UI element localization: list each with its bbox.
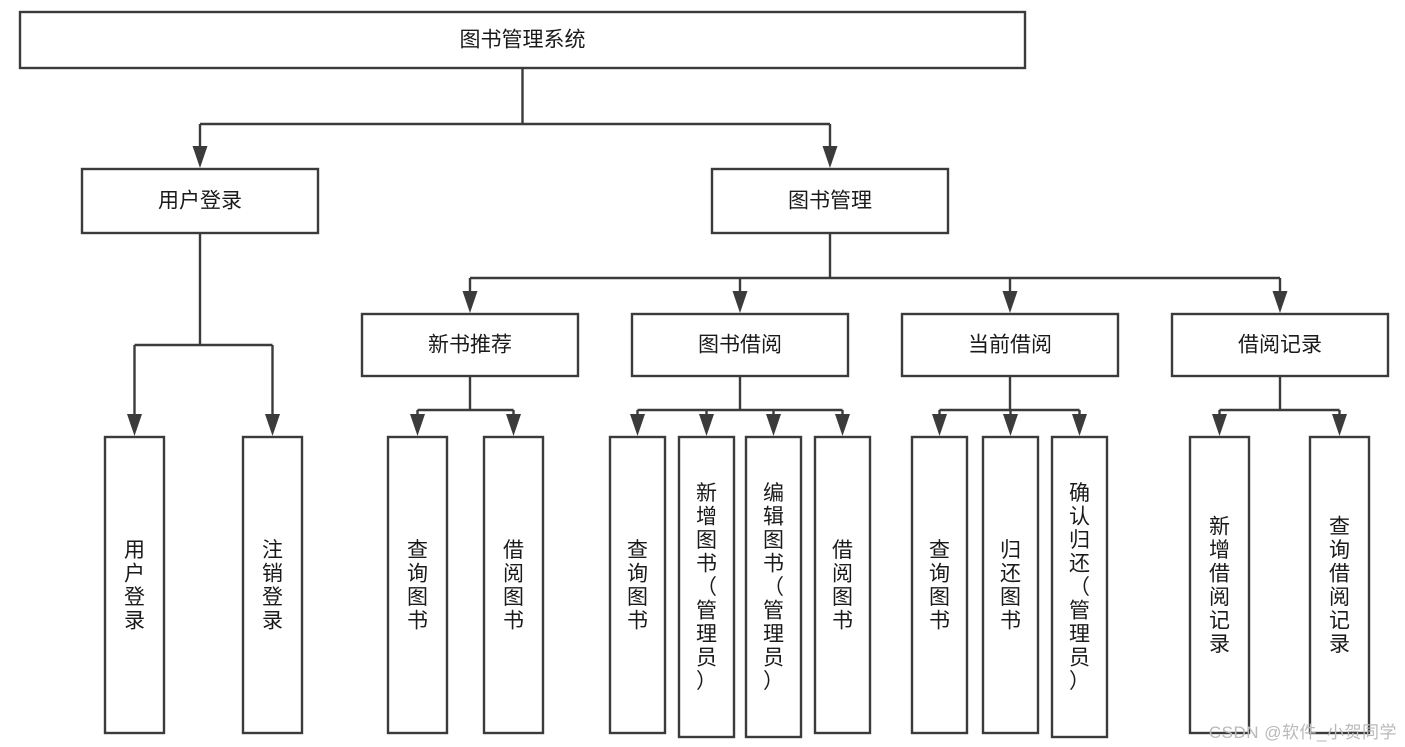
node-new-book-rec[interactable]: 新书推荐 bbox=[360, 312, 580, 378]
connector-layer bbox=[127, 68, 1347, 436]
node-box[interactable] bbox=[813, 435, 872, 735]
arrow-head-icon bbox=[462, 291, 478, 313]
node-current-borrow[interactable]: 当前借阅 bbox=[900, 312, 1120, 378]
node-label: 借阅图书 bbox=[503, 539, 524, 633]
node-box[interactable] bbox=[1308, 435, 1371, 735]
node-box[interactable] bbox=[900, 312, 1120, 378]
arrow-head-icon bbox=[932, 414, 947, 436]
node-label: 确认归还（管理员） bbox=[1069, 482, 1090, 693]
arrow-head-icon bbox=[766, 414, 781, 436]
node-leaf-borrow-book-2[interactable]: 借阅图书 bbox=[813, 435, 872, 735]
arrow-head-icon bbox=[410, 414, 425, 436]
arrow-head-icon bbox=[822, 146, 838, 168]
node-label: 注销登录 bbox=[262, 539, 283, 633]
node-label: 新增图书（管理员） bbox=[696, 482, 717, 693]
node-box[interactable] bbox=[608, 435, 667, 735]
node-leaf-return-book[interactable]: 归还图书 bbox=[981, 435, 1040, 735]
node-label: 查询借阅记录 bbox=[1329, 515, 1350, 656]
node-label: 查询图书 bbox=[407, 539, 428, 633]
node-book-borrow[interactable]: 图书借阅 bbox=[630, 312, 850, 378]
arrow-head-icon bbox=[1072, 414, 1087, 436]
node-box[interactable] bbox=[482, 435, 545, 735]
node-box[interactable] bbox=[744, 435, 803, 739]
node-box[interactable] bbox=[677, 435, 736, 739]
node-user-login[interactable]: 用户登录 bbox=[80, 167, 320, 235]
node-box[interactable] bbox=[1188, 435, 1251, 735]
node-leaf-query-book-2[interactable]: 查询图书 bbox=[608, 435, 667, 735]
node-label: 新增借阅记录 bbox=[1209, 515, 1230, 656]
arrow-head-icon bbox=[1212, 414, 1227, 436]
csdn-watermark: CSDN @软件_小贺同学 bbox=[1208, 723, 1397, 742]
node-layer: 图书管理系统用户登录图书管理新书推荐图书借阅当前借阅借阅记录用户登录注销登录查询… bbox=[18, 10, 1390, 739]
node-box[interactable] bbox=[103, 435, 166, 735]
node-leaf-borrow-book-1[interactable]: 借阅图书 bbox=[482, 435, 545, 735]
node-box[interactable] bbox=[80, 167, 320, 235]
node-leaf-add-book[interactable]: 新增图书（管理员） bbox=[677, 435, 736, 739]
node-box[interactable] bbox=[1170, 312, 1390, 378]
arrow-head-icon bbox=[699, 414, 714, 436]
arrow-head-icon bbox=[1003, 414, 1018, 436]
node-box[interactable] bbox=[981, 435, 1040, 735]
node-label: 用户登录 bbox=[158, 190, 242, 213]
node-label: 图书借阅 bbox=[698, 334, 782, 357]
node-label: 编辑图书（管理员） bbox=[763, 482, 784, 693]
arrow-head-icon bbox=[630, 414, 645, 436]
node-book-manage[interactable]: 图书管理 bbox=[710, 167, 950, 235]
node-box[interactable] bbox=[386, 435, 449, 735]
node-label: 借阅记录 bbox=[1238, 334, 1322, 357]
node-box[interactable] bbox=[241, 435, 304, 735]
node-label: 归还图书 bbox=[1000, 539, 1021, 633]
node-leaf-query-record[interactable]: 查询借阅记录 bbox=[1308, 435, 1371, 735]
node-label: 图书管理 bbox=[788, 190, 872, 213]
arrow-head-icon bbox=[732, 291, 748, 313]
node-leaf-add-record[interactable]: 新增借阅记录 bbox=[1188, 435, 1251, 735]
node-label: 当前借阅 bbox=[968, 334, 1052, 357]
arrow-head-icon bbox=[127, 414, 142, 436]
node-leaf-logout[interactable]: 注销登录 bbox=[241, 435, 304, 735]
node-box[interactable] bbox=[910, 435, 969, 735]
node-label: 图书管理系统 bbox=[460, 29, 586, 52]
node-label: 借阅图书 bbox=[832, 539, 853, 633]
arrow-head-icon bbox=[1332, 414, 1347, 436]
node-label: 查询图书 bbox=[929, 539, 950, 633]
arrow-head-icon bbox=[1272, 291, 1288, 313]
node-box[interactable] bbox=[710, 167, 950, 235]
node-label: 查询图书 bbox=[627, 539, 648, 633]
arrow-head-icon bbox=[192, 146, 208, 168]
node-leaf-edit-book[interactable]: 编辑图书（管理员） bbox=[744, 435, 803, 739]
node-box[interactable] bbox=[630, 312, 850, 378]
node-borrow-record[interactable]: 借阅记录 bbox=[1170, 312, 1390, 378]
node-leaf-query-book-1[interactable]: 查询图书 bbox=[386, 435, 449, 735]
node-box[interactable] bbox=[1050, 435, 1109, 739]
node-leaf-confirm-return[interactable]: 确认归还（管理员） bbox=[1050, 435, 1109, 739]
node-label: 新书推荐 bbox=[428, 334, 512, 357]
arrow-head-icon bbox=[265, 414, 280, 436]
arrow-head-icon bbox=[506, 414, 521, 436]
arrow-head-icon bbox=[835, 414, 850, 436]
node-label: 用户登录 bbox=[124, 539, 145, 633]
node-box[interactable] bbox=[360, 312, 580, 378]
node-box[interactable] bbox=[18, 10, 1027, 70]
node-leaf-query-book-3[interactable]: 查询图书 bbox=[910, 435, 969, 735]
arrow-head-icon bbox=[1002, 291, 1018, 313]
node-root[interactable]: 图书管理系统 bbox=[18, 10, 1027, 70]
node-leaf-user-login[interactable]: 用户登录 bbox=[103, 435, 166, 735]
